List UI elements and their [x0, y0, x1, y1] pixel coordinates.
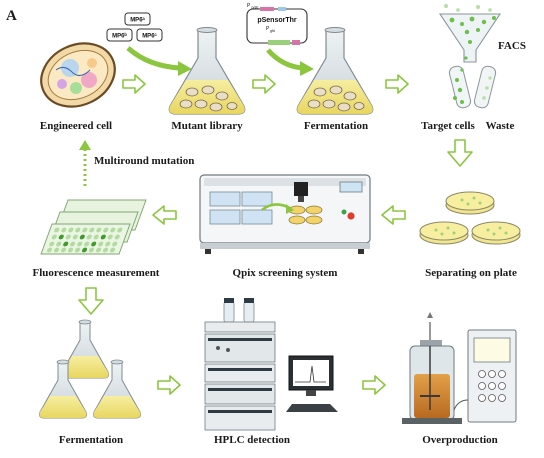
- arrow-hplc-to-overproduction: [362, 375, 386, 395]
- separating-label: Separating on plate: [425, 267, 517, 279]
- overproduction-label: Overproduction: [422, 434, 498, 446]
- mutant-library-label: Mutant library: [171, 120, 243, 132]
- engineered-cell-icon: [40, 42, 116, 108]
- arrow-fermentation-to-facs: [385, 74, 409, 94]
- arrow-fluorescence-to-fermentation: [78, 287, 104, 315]
- control-unit-icon: [453, 329, 517, 423]
- sensor-promoter-top-sub: cysE: [251, 6, 259, 10]
- multiround-label: Multiround mutation: [94, 155, 194, 167]
- plasmid-label-b: MP6ᵇ: [112, 33, 127, 40]
- sensor-name: pSensorThr: [257, 17, 297, 24]
- sensor-promoter-mid: P: [266, 26, 270, 32]
- petri-dishes-icon: [419, 191, 521, 245]
- arrow-facs-to-plates: [447, 139, 473, 167]
- curved-arrow-2: [266, 48, 303, 71]
- hplc-instrument-icon: [204, 298, 276, 431]
- fluorescence-plates-icon: [40, 199, 147, 255]
- arrow-plates-to-qpix: [381, 205, 406, 225]
- arrow-cell-to-library: [122, 74, 146, 94]
- curved-arrow-1: [126, 46, 181, 71]
- curved-arrowhead-1: [178, 61, 192, 76]
- multiround-arrowhead: [79, 140, 91, 150]
- waste-label: Waste: [486, 120, 515, 132]
- sensor-plasmid-diagram: P cysE pSensorThr P gfd: [246, 3, 308, 45]
- mutant-library-flask-icon: [168, 27, 246, 115]
- fermentation-bottom-label: Fermentation: [59, 434, 123, 446]
- arrow-qpix-to-fluorescence: [152, 205, 177, 225]
- arrow-fermentation-to-hplc: [157, 375, 181, 395]
- bioreactor-icon: [402, 312, 462, 424]
- fermentation-flask-icon: [296, 27, 374, 115]
- computer-monitor-icon: [286, 355, 338, 412]
- arrow-library-to-fermentation: [252, 74, 276, 94]
- fermentation-top-label: Fermentation: [304, 120, 368, 132]
- plasmid-label-a: MP6ᵃ: [130, 18, 145, 24]
- qpix-label: Qpix screening system: [233, 267, 338, 279]
- hplc-label: HPLC detection: [214, 434, 290, 446]
- target-cells-label: Target cells: [421, 120, 475, 132]
- fluorescence-label: Fluorescence measurement: [33, 267, 160, 279]
- facs-label: FACS: [498, 40, 526, 52]
- facs-sorter-icon: [438, 4, 502, 109]
- plasmid-boxes: MP6ᵃ MP6ᵇ MP6ᶜ: [106, 12, 163, 42]
- sensor-promoter-top: P: [247, 3, 251, 9]
- sensor-promoter-mid-sub: gfd: [270, 29, 275, 33]
- bottom-flasks-icon: [39, 319, 141, 419]
- qpix-machine-icon: [199, 174, 371, 254]
- plasmid-label-c: MP6ᶜ: [142, 34, 157, 40]
- panel-letter: A: [6, 8, 17, 24]
- curved-arrowhead-2: [300, 61, 314, 76]
- engineered-cell-label: Engineered cell: [40, 120, 112, 132]
